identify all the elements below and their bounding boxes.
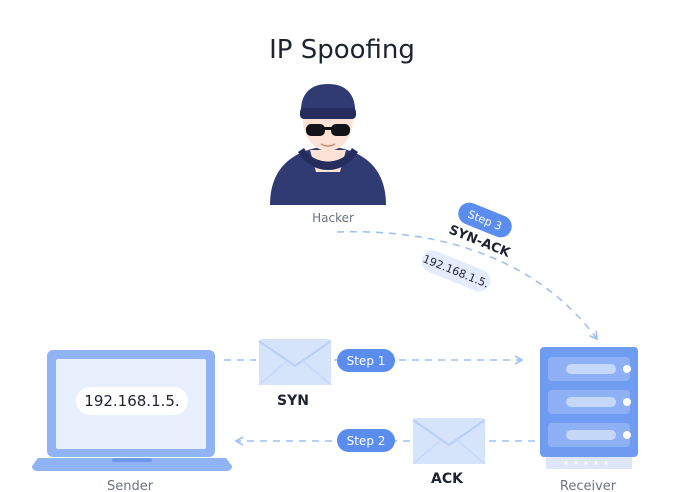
step-1-flow: Step 1 SYN: [224, 339, 524, 409]
diagram-title: IP Spoofing: [269, 35, 415, 65]
step-1-badge: [337, 349, 395, 372]
step-1-badge-text: Step 1: [347, 354, 386, 368]
ack-envelope-icon: [412, 418, 486, 465]
step-2-badge-text: Step 2: [347, 434, 386, 448]
step-3-badge: [458, 202, 512, 238]
step-1-packet-label: SYN: [277, 393, 309, 409]
sender-label: Sender: [107, 479, 154, 492]
hacker-figure: Hacker: [270, 84, 386, 225]
receiver-label: Receiver: [560, 479, 617, 492]
hacker-label: Hacker: [312, 211, 354, 225]
step-2-badge: [337, 429, 395, 452]
sender-ip-text: 192.168.1.5.: [84, 392, 179, 410]
receiver-server: Receiver: [540, 347, 638, 492]
step-2-flow: Step 2 ACK: [234, 418, 535, 487]
sender-ip-badge: [76, 387, 188, 415]
step-2-packet-label: ACK: [431, 471, 464, 487]
server-icon: [540, 347, 638, 469]
step-3-arrow-curve: [336, 230, 598, 341]
step-3-flow: Step 3 SYN-ACK 192.168.1.5.: [336, 202, 598, 341]
syn-envelope-icon: [258, 339, 332, 386]
step-3-ip-badge: [421, 250, 491, 292]
hacker-icon: [270, 84, 386, 205]
sender-laptop: 192.168.1.5. Sender: [32, 350, 232, 492]
